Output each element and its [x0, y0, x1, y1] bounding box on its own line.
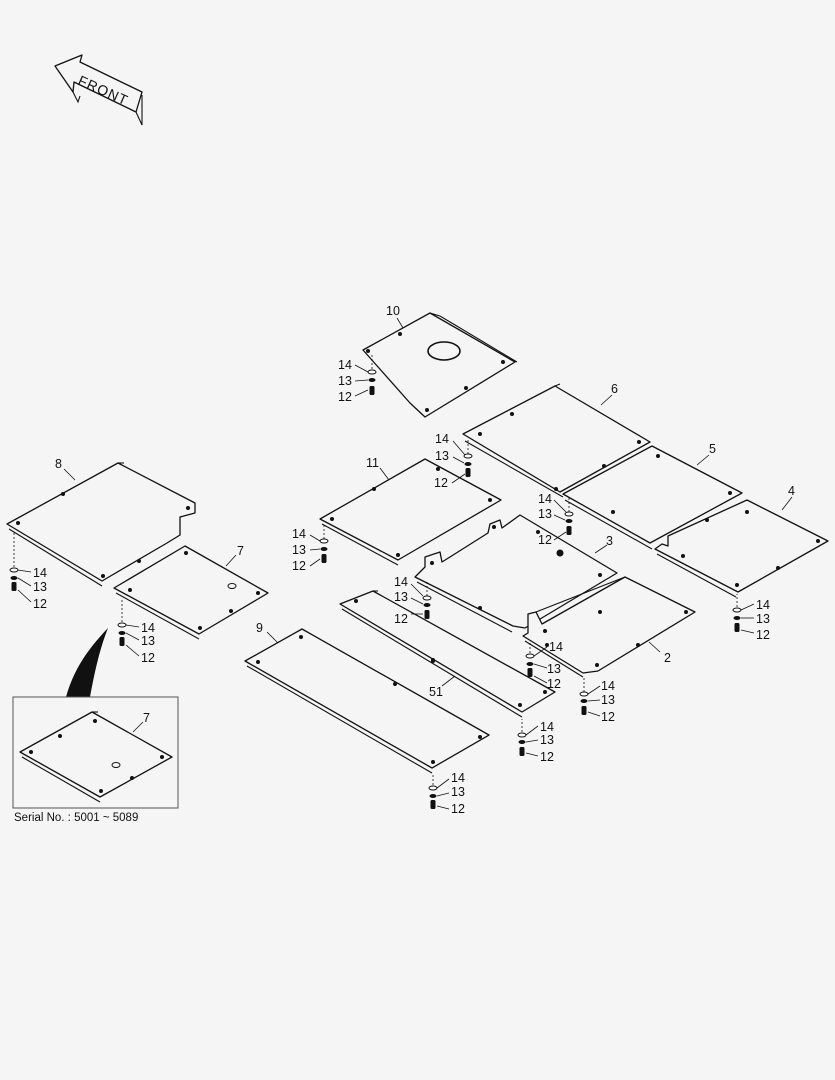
plate-9: 9 — [244, 621, 490, 774]
fastener-stack: 14 13 12 — [517, 719, 554, 764]
front-arrow-icon: FRONT — [54, 54, 143, 126]
inset-alternate-plate-7: 7 — [12, 696, 179, 809]
fastener-stack: 14 13 12 — [117, 598, 155, 665]
fastener-stack: 14 13 12 — [732, 594, 770, 642]
part-label-4: 4 — [788, 484, 795, 498]
svg-text:13: 13 — [435, 449, 449, 463]
svg-text:13: 13 — [601, 693, 615, 707]
fastener-stack: 14 13 12 — [434, 432, 473, 490]
part-label-7-inset: 7 — [143, 711, 150, 725]
svg-text:12: 12 — [338, 390, 352, 404]
svg-text:12: 12 — [547, 677, 561, 691]
svg-text:14: 14 — [549, 640, 563, 654]
svg-text:12: 12 — [538, 533, 552, 547]
svg-text:12: 12 — [292, 559, 306, 573]
svg-text:14: 14 — [540, 720, 554, 734]
svg-text:13: 13 — [338, 374, 352, 388]
plate-6: 6 — [462, 382, 651, 498]
part-label-51: 51 — [429, 685, 443, 699]
part-label-6: 6 — [611, 382, 618, 396]
svg-text:13: 13 — [451, 785, 465, 799]
svg-text:14: 14 — [756, 598, 770, 612]
fastener-stack: 14 13 12 — [394, 575, 432, 626]
fastener-stack: 14 13 12 — [525, 640, 563, 691]
plate-4: 4 — [654, 484, 829, 598]
plate-11: 11 — [319, 456, 502, 566]
svg-text:13: 13 — [538, 507, 552, 521]
part-label-7: 7 — [237, 544, 244, 558]
fastener-stack: 14 13 12 — [338, 353, 377, 404]
svg-text:12: 12 — [141, 651, 155, 665]
plate-8: 8 — [6, 457, 196, 587]
svg-text:12: 12 — [540, 750, 554, 764]
part-label-8: 8 — [55, 457, 62, 471]
svg-text:14: 14 — [141, 621, 155, 635]
fastener-stack: 14 13 12 — [292, 525, 329, 573]
part-label-10: 10 — [386, 304, 400, 318]
fastener-stack: 14 13 12 — [428, 771, 465, 816]
svg-text:12: 12 — [601, 710, 615, 724]
svg-text:14: 14 — [292, 527, 306, 541]
svg-text:12: 12 — [451, 802, 465, 816]
svg-text:14: 14 — [33, 566, 47, 580]
svg-text:14: 14 — [338, 358, 352, 372]
part-label-9: 9 — [256, 621, 263, 635]
fastener-stack: 14 13 12 — [9, 533, 47, 611]
svg-text:12: 12 — [434, 476, 448, 490]
svg-text:13: 13 — [141, 634, 155, 648]
plate-10: 10 — [362, 304, 518, 418]
svg-text:14: 14 — [601, 679, 615, 693]
svg-text:12: 12 — [33, 597, 47, 611]
svg-text:14: 14 — [538, 492, 552, 506]
part-label-3: 3 — [606, 534, 613, 548]
svg-text:14: 14 — [451, 771, 465, 785]
svg-text:13: 13 — [292, 543, 306, 557]
plate-5: 5 — [562, 442, 743, 550]
svg-text:13: 13 — [33, 580, 47, 594]
svg-text:13: 13 — [540, 733, 554, 747]
fastener-stack: 14 13 12 — [538, 492, 574, 547]
inset-pointer-arrow — [66, 628, 108, 697]
plate-7: 7 — [113, 544, 269, 640]
part-label-11: 11 — [366, 456, 379, 470]
svg-text:13: 13 — [756, 612, 770, 626]
svg-text:13: 13 — [394, 590, 408, 604]
svg-text:14: 14 — [435, 432, 449, 446]
fastener-stack: 14 13 12 — [579, 678, 615, 724]
plate-2: 2 — [522, 576, 696, 678]
plate-51: 51 — [339, 590, 556, 718]
svg-text:14: 14 — [394, 575, 408, 589]
svg-text:12: 12 — [394, 612, 408, 626]
part-label-5: 5 — [709, 442, 716, 456]
part-label-2: 2 — [664, 651, 671, 665]
serial-note: Serial No. : 5001 ~ 5089 — [14, 812, 138, 824]
svg-text:12: 12 — [756, 628, 770, 642]
svg-text:13: 13 — [547, 662, 561, 676]
